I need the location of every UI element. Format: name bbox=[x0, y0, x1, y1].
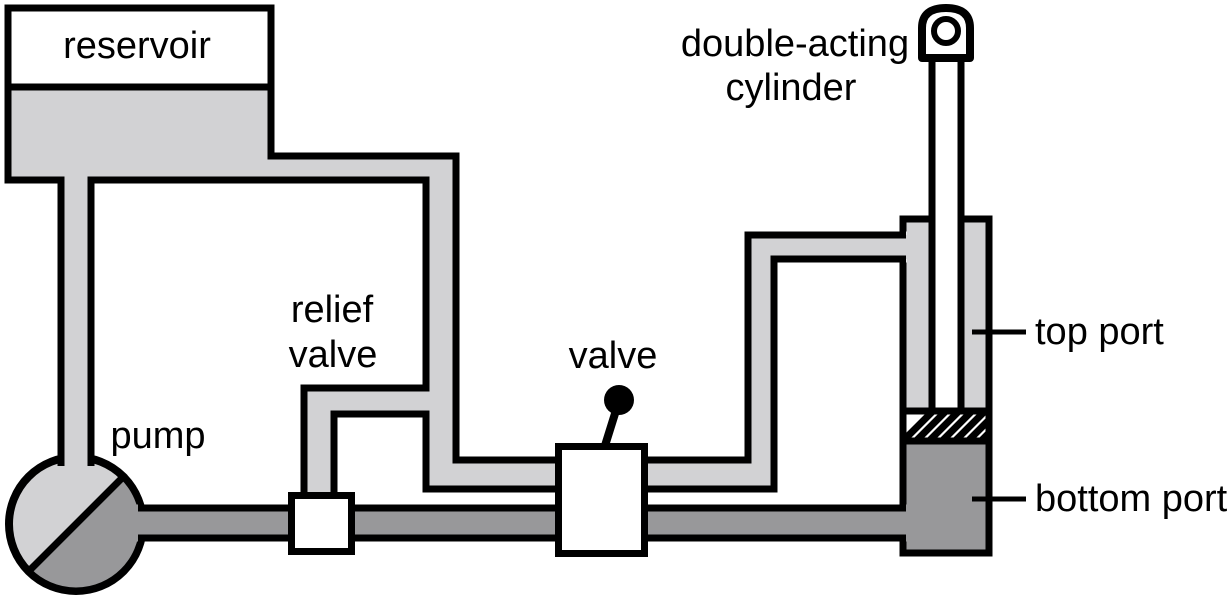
pipe-outline-outer bbox=[4, 4, 906, 466]
reservoir-label: reservoir bbox=[63, 25, 211, 67]
piston-rod-outline bbox=[928, 60, 965, 411]
labels: reservoir pump relief valve valve double… bbox=[63, 23, 1227, 520]
dark-pipe-outline bbox=[138, 504, 906, 542]
valve-label: valve bbox=[569, 335, 658, 377]
double-acting-cylinder bbox=[899, 4, 1026, 557]
high-pressure-pipe bbox=[135, 504, 907, 542]
cylinder-label-line2: cylinder bbox=[726, 67, 857, 109]
reservoir-headspace bbox=[11, 11, 268, 84]
pipe-outline-inner bbox=[330, 255, 906, 499]
pump-label: pump bbox=[110, 415, 205, 457]
low-pressure-pipe-network bbox=[4, 4, 910, 500]
pump-dark-half bbox=[25, 473, 147, 595]
valve-body bbox=[555, 443, 648, 557]
bottom-port-label: bottom port bbox=[1035, 478, 1227, 520]
rod-eye-hole bbox=[931, 16, 961, 46]
relief-valve-label-line2: valve bbox=[289, 334, 378, 376]
relief-valve-label-line1: relief bbox=[291, 289, 374, 331]
valve-lever-knob bbox=[604, 385, 634, 415]
top-port-label: top port bbox=[1035, 311, 1164, 353]
cylinder-barrel-outline bbox=[899, 215, 993, 557]
cylinder-label-line1: double-acting bbox=[681, 23, 909, 65]
relief-valve bbox=[288, 492, 355, 555]
pipe-outline-relief-branch bbox=[87, 176, 430, 499]
valve bbox=[555, 385, 648, 557]
relief-valve-body bbox=[288, 492, 355, 555]
pump bbox=[5, 453, 147, 595]
light-pipe-fill bbox=[8, 8, 910, 500]
piston-outline bbox=[903, 407, 989, 445]
piston-hatching bbox=[906, 414, 986, 438]
